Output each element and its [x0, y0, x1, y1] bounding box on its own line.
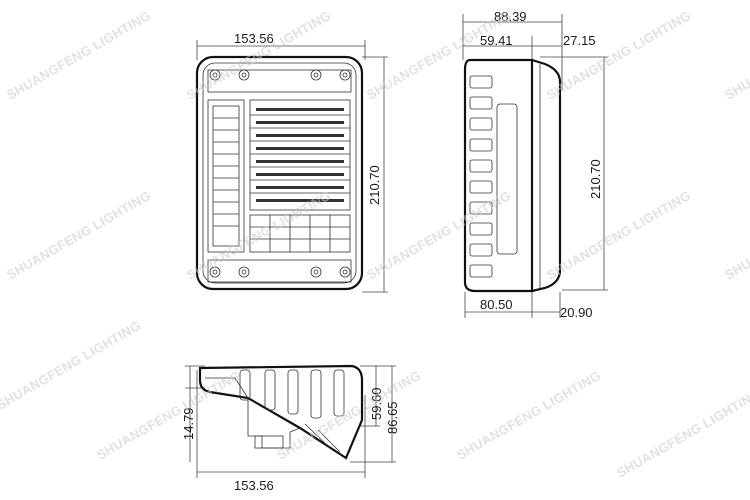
top-fins [239, 369, 345, 419]
side-view: 88.39 59.41 27.15 210.70 [462, 9, 608, 320]
watermark: SHUANGFENG LIGHTING [274, 368, 423, 463]
watermark: SHUANGFENG LIGHTING [184, 8, 333, 103]
top-view: 153.56 14.79 59.60 86.65 [181, 364, 400, 493]
side-depth-a-label: 59.41 [480, 33, 513, 48]
watermark: SHUANGFENG LIGHTING [4, 8, 153, 103]
watermark: SHUANGFENG LIGHTING [454, 368, 603, 463]
side-height-label: 210.70 [588, 159, 603, 199]
led-rows [249, 99, 351, 211]
watermark: SHUANGFENG LIGHTING [722, 188, 750, 283]
watermark: SHUANGFENG LIGHTING [4, 188, 153, 283]
watermark: SHUANGFENG LIGHTING [0, 318, 143, 413]
top-width-label: 153.56 [234, 478, 274, 493]
side-depth-label: 88.39 [494, 9, 527, 24]
watermark: SHUANGFENG LIGHTING [544, 188, 693, 283]
top-profile-outline [198, 364, 364, 460]
side-bottom-offset-label: 20.90 [560, 305, 593, 320]
watermark: SHUANGFENG LIGHTING [364, 8, 513, 103]
front-height-label: 210.70 [367, 165, 382, 205]
reflector-panel [207, 99, 245, 253]
side-depth-b-label: 27.15 [563, 33, 596, 48]
lower-grid-panel [249, 214, 351, 253]
top-height-b-label: 86.65 [385, 401, 400, 434]
front-view: 153.56 210.70 [195, 31, 388, 293]
side-bottom-depth-label: 80.50 [480, 297, 513, 312]
watermark: SHUANGFENG LIGHTING [94, 368, 243, 463]
front-width-label: 153.56 [234, 31, 274, 46]
watermark: SHUANGFENG LIGHTING [544, 8, 693, 103]
side-fins [469, 75, 518, 278]
top-left-height-label: 14.79 [181, 407, 196, 440]
screw-bosses [209, 69, 351, 278]
watermark: SHUANGFENG LIGHTING [614, 386, 750, 481]
top-height-a-label: 59.60 [369, 387, 384, 420]
lamp-housing-outline [195, 55, 364, 291]
watermark: SHUANGFENG LIGHTING [722, 8, 750, 103]
side-profile-outline [463, 58, 534, 293]
